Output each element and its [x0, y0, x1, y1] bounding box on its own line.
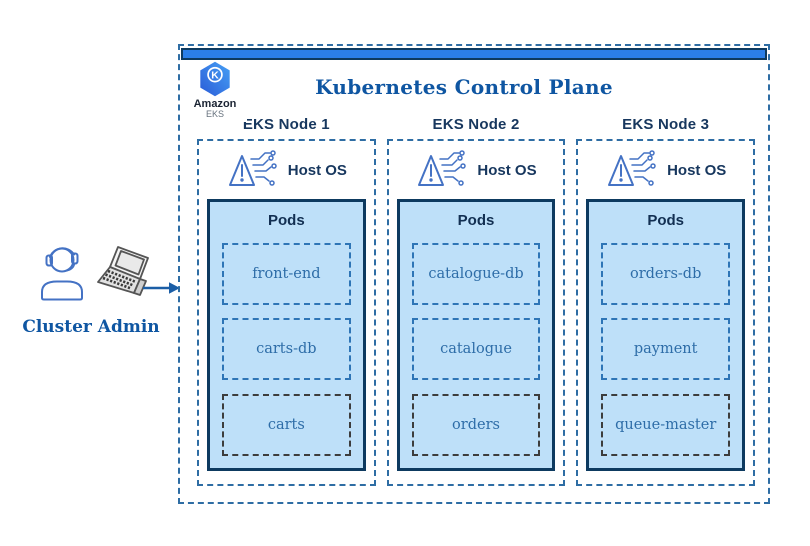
host-os-icon — [418, 150, 467, 186]
admin-to-cluster-arrow — [143, 282, 180, 294]
pods-label: Pods — [267, 212, 305, 229]
host-os-icon — [228, 150, 277, 186]
nodes-row: EKS Node 1 Host OS — [197, 116, 756, 486]
logo-product-text: EKS — [205, 109, 224, 120]
pods-label: Pods — [457, 212, 495, 229]
eks-node-3: EKS Node 3 Host OS — [576, 116, 756, 486]
node-boundary: Host OS Pods front-end carts-db carts — [197, 139, 376, 486]
host-os-row: Host OS — [389, 141, 564, 199]
cluster-admin-icons — [18, 240, 164, 308]
pod-catalogue-db: catalogue-db — [411, 242, 541, 305]
cluster-admin-label: Cluster Admin — [22, 317, 160, 337]
host-os-row: Host OS — [199, 141, 374, 199]
host-os-label: Host OS — [287, 161, 347, 179]
cluster-container: K Amazon EKS Kubernetes Control Plane EK… — [178, 44, 770, 504]
pod-queue-master: queue-master — [601, 393, 731, 456]
host-os-icon — [608, 150, 656, 186]
node-boundary: Host OS Pods catalogue-db catalogue orde… — [386, 139, 566, 486]
pod-orders-db: orders-db — [601, 242, 731, 305]
pod-orders: orders — [411, 393, 541, 456]
pods-box: Pods catalogue-db catalogue orders — [396, 199, 556, 471]
pod-carts-db: carts-db — [222, 318, 351, 381]
amazon-eks-logo: K Amazon EKS — [183, 60, 247, 122]
node-label: EKS Node 1 — [242, 116, 330, 133]
eks-node-1: EKS Node 1 Host OS — [197, 116, 376, 486]
pod-carts: carts — [222, 393, 351, 456]
svg-text:K: K — [211, 71, 219, 82]
admin-laptop-icon — [91, 243, 153, 308]
eks-node-2: EKS Node 2 Host OS — [386, 116, 566, 486]
pod-payment: payment — [601, 318, 731, 381]
diagram-title: Kubernetes Control Plane — [315, 75, 613, 99]
node-boundary: Host OS Pods orders-db payment queue-mas… — [576, 139, 756, 486]
eks-hexagon-icon: K — [200, 61, 230, 97]
host-os-label: Host OS — [667, 161, 727, 179]
host-os-label: Host OS — [477, 161, 537, 179]
pods-box: Pods orders-db payment queue-master — [586, 199, 746, 471]
pod-front-end: front-end — [222, 242, 351, 305]
cluster-admin-group: Cluster Admin — [18, 240, 164, 337]
pod-catalogue: catalogue — [411, 318, 541, 381]
node-label: EKS Node 2 — [432, 116, 520, 133]
pods-label: Pods — [647, 212, 685, 229]
node-label: EKS Node 3 — [622, 116, 710, 133]
admin-person-icon — [29, 239, 97, 308]
pods-box: Pods front-end carts-db carts — [207, 199, 366, 471]
logo-brand-text: Amazon — [193, 98, 237, 110]
host-os-row: Host OS — [578, 141, 753, 199]
control-plane-bar — [181, 48, 767, 60]
